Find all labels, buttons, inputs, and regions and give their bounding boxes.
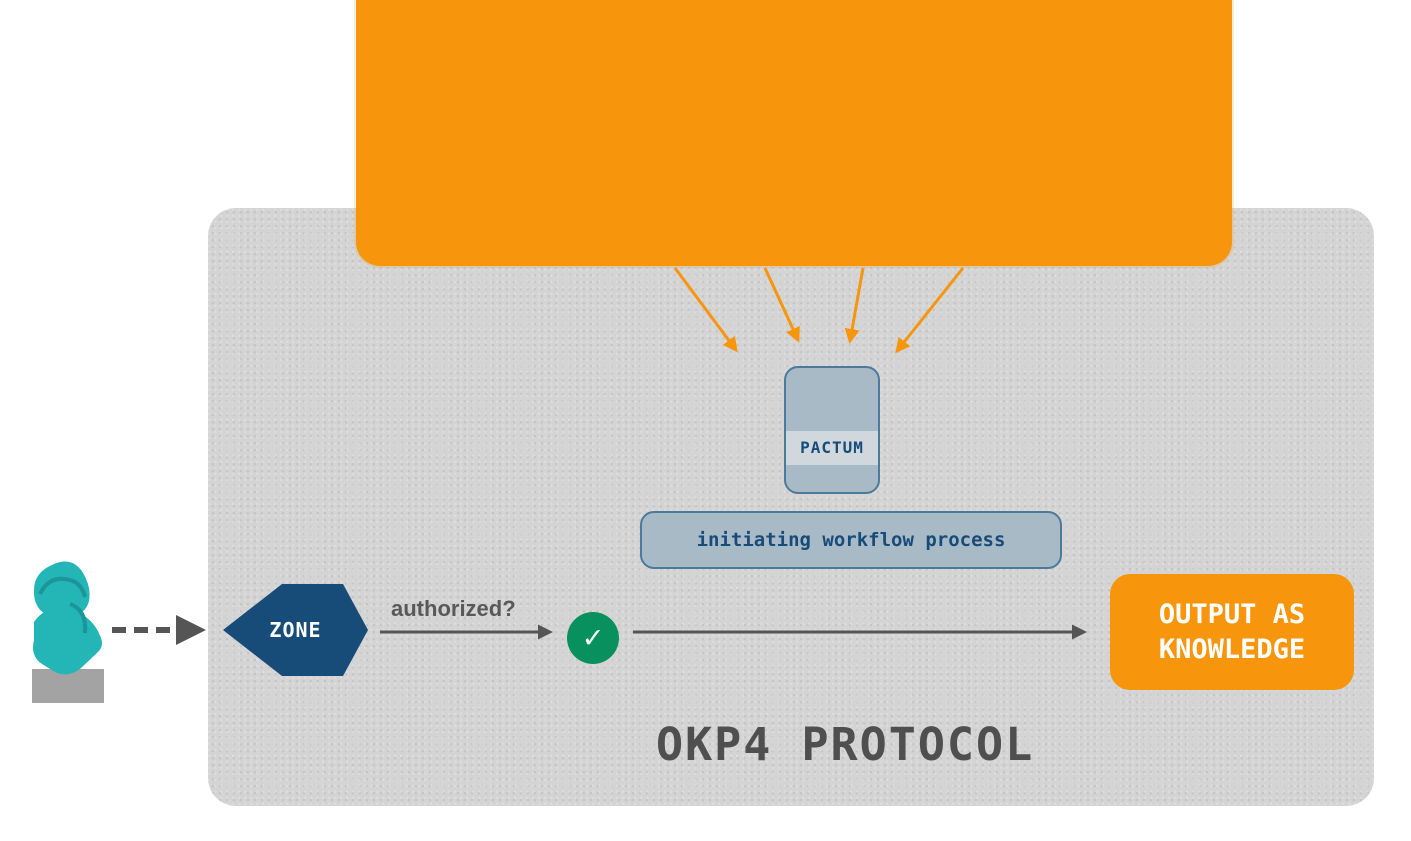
pactum-card: PACTUM	[784, 366, 880, 494]
orange-top-panel	[356, 0, 1232, 266]
pactum-label: PACTUM	[786, 431, 878, 465]
okp4-protocol-panel	[208, 208, 1374, 806]
authorized-label: authorized?	[391, 596, 516, 621]
output-line-1: OUTPUT AS	[1158, 599, 1306, 630]
okp4-protocol-title: OKP4 PROTOCOL	[656, 718, 1035, 771]
user-icon	[33, 561, 102, 675]
output-line-2: KNOWLEDGE	[1158, 634, 1306, 665]
output-as-knowledge-card: OUTPUT AS KNOWLEDGE	[1110, 574, 1354, 690]
zone-label: ZONE	[269, 618, 322, 642]
checkmark-icon: ✓	[567, 612, 619, 664]
workflow-process-label: initiating workflow process	[640, 511, 1062, 569]
user-base-block	[32, 669, 104, 703]
